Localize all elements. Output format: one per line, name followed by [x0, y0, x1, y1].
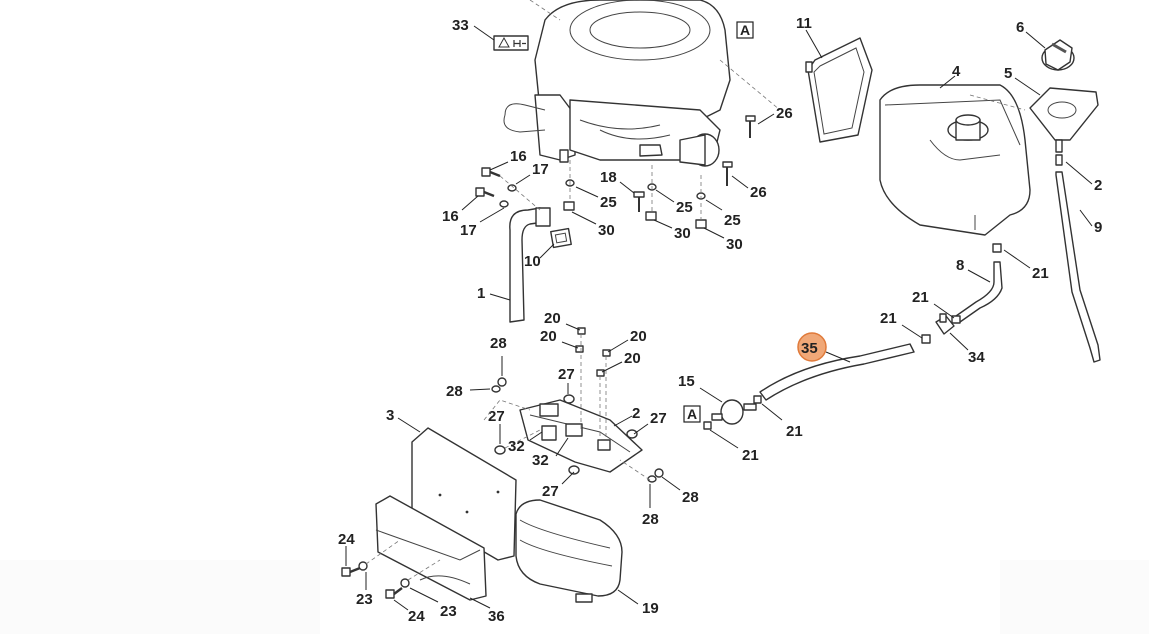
- nut-28a: [497, 377, 507, 387]
- callout-20c: 20: [630, 328, 647, 345]
- callout-28b: 28: [446, 383, 463, 400]
- muffler-icon: [515, 499, 623, 603]
- fuel-valve-icon: [935, 313, 961, 335]
- screws-20: [575, 327, 611, 377]
- callout-3: 3: [386, 407, 394, 424]
- callout-21d: 21: [786, 423, 803, 440]
- callout-21c: 21: [880, 310, 897, 327]
- callout-23b: 23: [440, 603, 457, 620]
- engine-icon: [503, 0, 781, 167]
- screw-27a: [563, 394, 575, 404]
- callout-17b: 17: [460, 222, 477, 239]
- exhaust-pipe: [509, 207, 551, 323]
- callout-27d: 27: [542, 483, 559, 500]
- washer-28b: [491, 385, 501, 393]
- callout-34: 34: [968, 349, 985, 366]
- fuel-hose-icon-35: [759, 334, 931, 401]
- callout-8: 8: [956, 257, 964, 274]
- callout-33: 33: [452, 17, 469, 34]
- callout-28c: 28: [682, 489, 699, 506]
- callout-32a: 32: [508, 438, 525, 455]
- fuel-cap-icon: [1041, 39, 1075, 71]
- callout-2: 2: [632, 405, 640, 422]
- callout-16b: 16: [442, 208, 459, 225]
- bolt-26a: [745, 115, 756, 138]
- bracket-icon: [519, 399, 643, 475]
- bolts-16-17: [475, 167, 517, 208]
- callout-20a: 20: [544, 310, 561, 327]
- exhaust-shield-36: [375, 495, 487, 601]
- callout-20d: 20: [624, 350, 641, 367]
- bolt-26b: [722, 161, 733, 186]
- callout-25b: 25: [676, 199, 693, 216]
- callout-19: 19: [642, 600, 659, 617]
- callout-28a: 28: [490, 335, 507, 352]
- screw-27b: [494, 445, 506, 455]
- callout-17a: 17: [532, 161, 549, 178]
- callout-23a: 23: [356, 591, 373, 608]
- callout-6: 6: [1016, 19, 1024, 36]
- callout-5: 5: [1004, 65, 1012, 82]
- gasket-10: [550, 227, 572, 249]
- callout-16a: 16: [510, 148, 527, 165]
- callout-30a: 30: [598, 222, 615, 239]
- marker-a-top: A: [740, 22, 750, 38]
- callout-20b: 20: [540, 328, 557, 345]
- fuel-hose-icon: [1055, 154, 1101, 363]
- nut-28c: [654, 468, 664, 478]
- callout-30c: 30: [726, 236, 743, 253]
- screws-24-23: [341, 561, 410, 599]
- callout-21e: 21: [742, 447, 759, 464]
- callout-25c: 25: [724, 212, 741, 229]
- callout-15: 15: [678, 373, 695, 390]
- callout-28d: 28: [642, 511, 659, 528]
- fuel-filter-icon: [703, 395, 762, 430]
- callout-26b: 26: [750, 184, 767, 201]
- callout-21b: 21: [912, 289, 929, 306]
- callout-25a: 25: [600, 194, 617, 211]
- fuel-hose-8: [955, 243, 1003, 323]
- callout-27a: 27: [558, 366, 575, 383]
- callout-36: 36: [488, 608, 505, 625]
- callout-27c: 27: [650, 410, 667, 427]
- callout-4: 4: [952, 63, 961, 80]
- filler-funnel-icon: [1029, 87, 1099, 153]
- callout-30b: 30: [674, 225, 691, 242]
- marker-a-mid: A: [687, 406, 697, 422]
- callout-21-tr: 2: [1094, 177, 1102, 194]
- callout-10: 10: [524, 253, 541, 270]
- gasket-icon: [805, 37, 873, 143]
- callout-27b: 27: [488, 408, 505, 425]
- callout-18: 18: [600, 169, 617, 186]
- callout-24a: 24: [338, 531, 355, 548]
- callout-11: 11: [796, 15, 812, 32]
- callout-1: 1: [477, 285, 485, 302]
- callout-26a: 26: [776, 105, 793, 122]
- fuel-tank-icon: [879, 84, 1031, 236]
- callout-35[interactable]: 35: [801, 340, 818, 357]
- callout-32b: 32: [532, 452, 549, 469]
- callout-21a: 21: [1032, 265, 1049, 282]
- callout-24b: 24: [408, 608, 425, 625]
- callout-9: 9: [1094, 219, 1102, 236]
- highlight-35[interactable]: [797, 332, 827, 362]
- warning-label-icon: [493, 35, 529, 51]
